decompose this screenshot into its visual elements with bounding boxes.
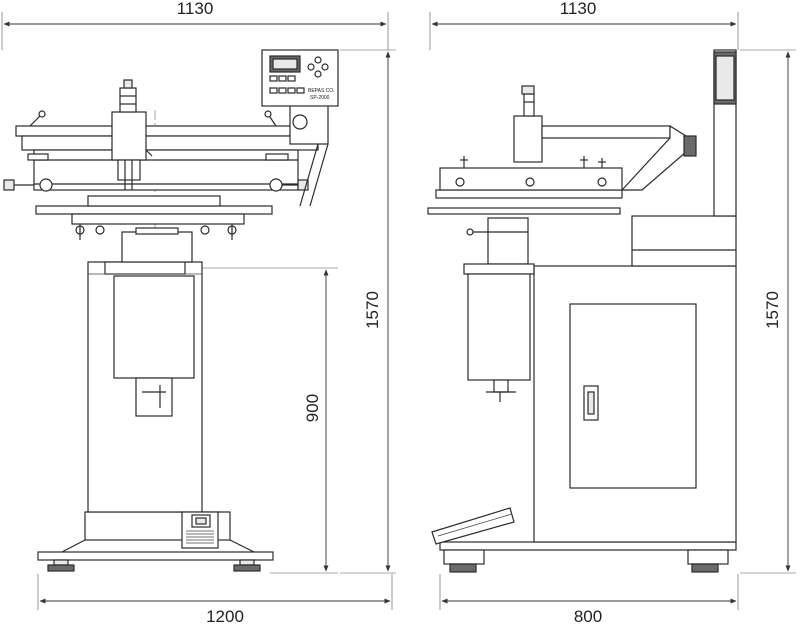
dimension-bottom-left: 1200 <box>37 574 393 624</box>
front-controller-arm <box>289 103 329 207</box>
front-print-frame <box>3 79 319 192</box>
side-view <box>427 49 737 573</box>
side-base-feet <box>439 541 737 573</box>
dimension-top-left: 1130 <box>1 0 389 50</box>
side-cylinder <box>463 217 535 402</box>
side-foot-pedal <box>431 507 515 545</box>
side-cabinet <box>533 215 737 543</box>
dim-front-total-height: 1570 <box>363 291 382 329</box>
dim-side-total-height: 1570 <box>763 291 782 329</box>
side-print-head <box>513 85 697 191</box>
controller-model: SP-2000 <box>310 95 330 101</box>
dimension-top-right: 1130 <box>429 0 739 50</box>
dim-side-top-width: 1130 <box>560 0 597 18</box>
front-view: BEPAS CO. SP-2000 <box>3 49 339 572</box>
dim-side-base-width: 800 <box>574 607 602 624</box>
dim-front-base-width: 1200 <box>206 607 244 624</box>
dimension-900: 900 <box>200 267 338 574</box>
side-column <box>713 49 737 217</box>
dimension-bottom-right: 800 <box>439 574 739 624</box>
front-base-feet <box>37 539 274 572</box>
front-cabinet <box>84 227 231 541</box>
controller-brand: BEPAS CO. <box>308 88 335 94</box>
dimension-1570-side: 1570 <box>740 49 796 574</box>
side-print-frame <box>435 156 623 199</box>
dimension-1570-front: 1570 <box>340 49 396 574</box>
front-power-unit <box>181 511 219 549</box>
front-table <box>35 195 273 240</box>
dim-front-top-width: 1130 <box>177 0 214 18</box>
side-table <box>427 207 621 215</box>
front-controller-box: BEPAS CO. SP-2000 <box>261 49 339 107</box>
dim-front-table-height: 900 <box>303 394 322 422</box>
